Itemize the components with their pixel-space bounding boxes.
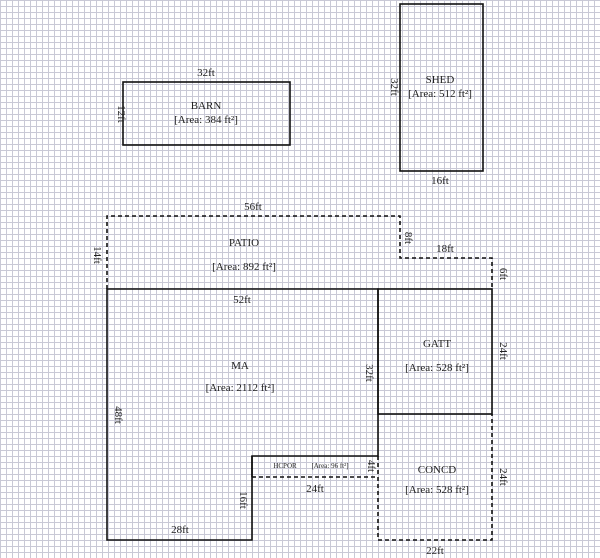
ma-left-label: 48ft <box>112 406 124 424</box>
hcpor-area-label: [Area: 96 ft²] <box>311 462 348 470</box>
patio-outline[interactable] <box>106 215 493 289</box>
patio-step-label: 8ft <box>402 232 414 244</box>
ma-top-label: 52ft <box>233 294 251 306</box>
patio-area-label: [Area: 892 ft²] <box>212 261 276 273</box>
barn-height-label: 12ft <box>115 105 127 123</box>
shed-area[interactable]: 32ft SHED [Area: 512 ft²] 16ft <box>388 3 484 187</box>
shed-name: SHED <box>426 74 455 86</box>
ma-inner-label: 16ft <box>237 491 249 509</box>
gatt-area[interactable]: 24ft GATT [Area: 528 ft²] <box>377 288 509 415</box>
gatt-area-label: [Area: 528 ft²] <box>405 362 469 374</box>
shed-area-label: [Area: 512 ft²] <box>408 88 472 100</box>
barn-area[interactable]: 32ft 12ft BARN [Area: 384 ft²] <box>115 67 291 146</box>
gatt-outline[interactable] <box>377 288 493 415</box>
concd-right-label: 24ft <box>497 468 509 486</box>
patio-area[interactable]: 56ft 14ft 8ft 18ft 6ft PATIO [Area: 892 … <box>91 201 509 289</box>
gatt-name: GATT <box>423 338 451 350</box>
ma-area[interactable]: 52ft 48ft 32ft 28ft 16ft MA [Area: 2112 … <box>106 288 379 541</box>
ma-right-label: 32ft <box>363 364 375 382</box>
gatt-right-label: 24ft <box>497 342 509 360</box>
concd-area[interactable]: 24ft CONCD [Area: 528 ft²] 22ft <box>377 414 509 557</box>
hcpor-name: HCPOR <box>273 462 297 470</box>
concd-outline[interactable] <box>377 414 493 541</box>
hcpor-area[interactable]: HCPOR [Area: 96 ft²] 4ft 24ft <box>251 456 378 495</box>
concd-bottom-label: 22ft <box>426 545 444 557</box>
shed-outline[interactable] <box>399 3 484 172</box>
ma-bottom-label: 28ft <box>171 524 189 536</box>
shed-height-label: 32ft <box>388 78 400 96</box>
shed-width-label: 16ft <box>431 175 449 187</box>
patio-name: PATIO <box>229 237 259 249</box>
barn-name: BARN <box>191 100 222 112</box>
patio-left-label: 14ft <box>91 246 103 264</box>
hcpor-bottom-label: 24ft <box>306 483 324 495</box>
patio-top-label: 56ft <box>244 201 262 213</box>
ma-area-label: [Area: 2112 ft²] <box>206 382 275 394</box>
patio-step-width-label: 18ft <box>436 243 454 255</box>
concd-name: CONCD <box>418 464 457 476</box>
hcpor-right-label: 4ft <box>365 460 377 472</box>
ma-name: MA <box>231 360 249 372</box>
concd-area-label: [Area: 528 ft²] <box>405 484 469 496</box>
barn-area-label: [Area: 384 ft²] <box>174 114 238 126</box>
patio-right-label: 6ft <box>497 268 509 280</box>
barn-width-label: 32ft <box>197 67 215 79</box>
barn-outline[interactable] <box>122 81 291 146</box>
